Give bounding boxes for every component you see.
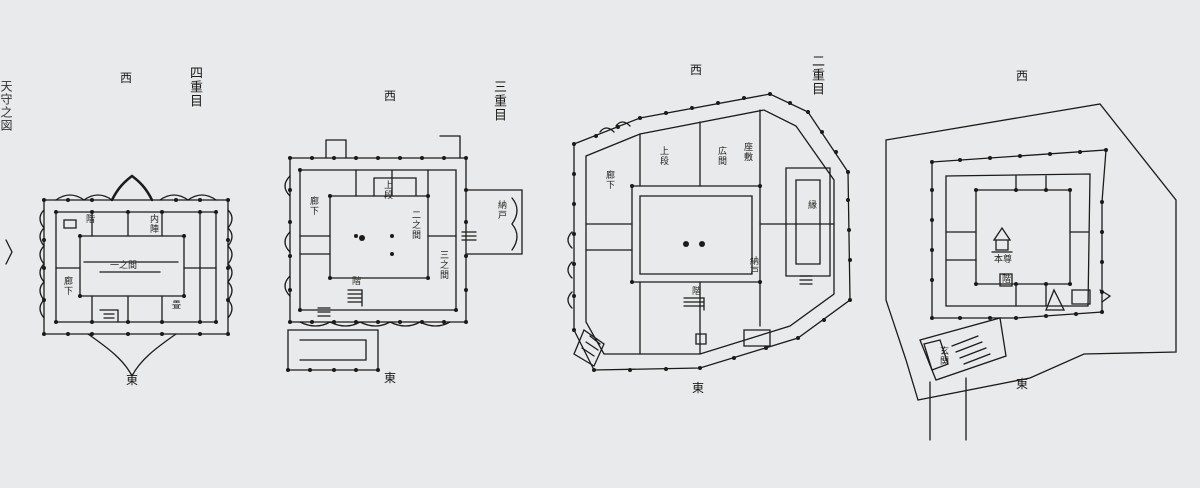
plan-floor2 [567,93,851,371]
plan-floor3 [284,135,523,371]
note-floor3-1: 上段 [382,180,392,200]
west-label-floor1: 西 [1016,69,1029,83]
east-label-floor2: 東 [692,381,705,395]
west-label-floor2: 西 [690,63,703,77]
edge-text: 天守之図 [0,80,13,132]
east-label-floor1: 東 [1016,377,1029,391]
note-floor4-3: 廊下 [62,276,72,296]
east-label-floor4: 東 [126,373,139,387]
room-label-floor4: 一之間 [110,261,138,271]
note-floor3-3: 階 [350,276,360,286]
note-floor3-2: 二之間 [410,210,420,240]
note-floor2-4: 縁 [806,200,816,210]
note-floor4-1: 階 [84,214,94,224]
note-floor2-3: 階 [690,286,700,296]
edge-mark [5,239,13,265]
note-floor3-6: 納戸 [496,200,506,220]
floor-label-floor4: 四重目 [187,66,202,108]
floor-label-floor3: 三重目 [491,80,506,122]
note-floor2-5: 廊下 [604,170,614,190]
note-floor1-2: 階 [1002,275,1012,285]
note-floor4-2: 畳 [170,300,180,310]
east-label-floor3: 東 [384,371,397,385]
note-floor2-2: 座敷 [742,142,752,162]
note-floor2-1: 広間 [716,146,726,166]
west-label-floor4: 西 [120,71,133,85]
floor-label-floor2: 二重目 [809,54,824,96]
west-label-floor3: 西 [384,89,397,103]
plan-floor1 [885,103,1177,441]
note-floor1-1: 本尊 [994,255,1013,265]
note-floor4-4: 内陣 [148,214,158,234]
note-floor3-4: 廊下 [308,196,318,216]
note-floor3-5: 三之間 [438,250,448,280]
note-floor1-3: 玄関 [938,346,948,366]
note-floor2-7: 上段 [658,146,668,166]
note-floor2-6: 納戸 [748,256,758,276]
